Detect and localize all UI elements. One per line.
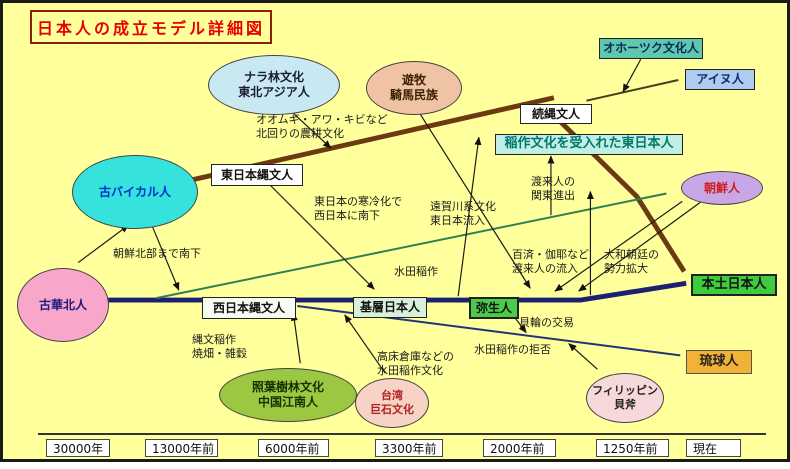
node-label: 遊牧 <box>401 73 426 87</box>
edge-philippine-to-ryukyuline <box>568 343 598 370</box>
edge-taiwan-to-kiso <box>344 314 386 374</box>
note-ongagawa-culture: 遠賀川系文化 東日本流入 <box>430 200 496 228</box>
node-label: フィリッピン <box>592 384 658 398</box>
ellipse-philippine-shell-axe: フィリッピン 貝斧 <box>586 373 664 423</box>
box-base-japanese: 基層日本人 <box>353 297 427 318</box>
node-label: 照葉樹林文化 <box>251 380 324 394</box>
edge-shoyo-to-westjomon <box>290 312 301 364</box>
edge-baikal-to-junction <box>151 225 180 291</box>
node-label: 騎馬民族 <box>389 88 438 102</box>
box-ryukyuan: 琉球人 <box>686 350 752 374</box>
note-rejection-of-paddy-rice: 水田稲作の拒否 <box>474 343 551 356</box>
edge-nara-to-brownline <box>288 109 332 149</box>
ellipse-nomadic-horsemen: 遊牧 騎馬民族 <box>366 61 462 115</box>
node-label: 古バイカル人 <box>98 184 171 199</box>
box-west-japan-jomon: 西日本縄文人 <box>202 297 296 319</box>
timeline-1250: 1250年前 <box>596 439 669 457</box>
node-label: 貝斧 <box>614 398 636 411</box>
note-cooling-migration: 東日本の寒冷化で 西日本に南下 <box>314 195 402 223</box>
edge-korea-inflow-2 <box>578 199 704 292</box>
ellipse-old-baikal: 古バイカル人 <box>72 155 198 229</box>
timeline-3300: 3300年前 <box>375 439 443 457</box>
diagram-title: 日本人の成立モデル詳細図 <box>30 10 272 44</box>
node-label: 朝鮮人 <box>703 180 740 195</box>
edge-yuboku-to-mainline <box>416 108 531 289</box>
box-east-japan-jomon: 東日本縄文人 <box>211 164 303 186</box>
node-label: 古華北人 <box>38 297 87 312</box>
timeline-6000: 6000年前 <box>258 439 329 457</box>
timeline-axis <box>38 433 766 435</box>
timeline-13000: 13000年前 <box>145 439 218 457</box>
note-south-to-north-korea: 朝鮮北部まで南下 <box>113 247 201 260</box>
box-zoku-jomon: 続縄文人 <box>520 104 592 124</box>
edge-ongagawa-up <box>457 136 482 297</box>
ellipse-laurel-forest-jiangnan: 照葉樹林文化 中国江南人 <box>219 368 357 422</box>
edge-kahoku-to-baikal <box>77 224 129 264</box>
ellipse-nara-culture: ナラ林文化 東北アジア人 <box>208 55 340 115</box>
edge-green-korea-line <box>155 192 667 300</box>
note-shell-ring-trade: 貝輪の交易 <box>519 316 574 329</box>
timeline-2000: 2000年前 <box>483 439 556 457</box>
ellipse-old-north-china: 古華北人 <box>17 268 109 342</box>
edge-korea-inflow-1 <box>554 200 683 292</box>
node-label: 中国江南人 <box>257 395 318 409</box>
note-raised-storehouse-rice-culture: 高床倉庫などの 水田稲作文化 <box>377 350 454 378</box>
note-jomon-rice: 縄文稲作 焼畑・雑穀 <box>192 333 247 361</box>
note-northern-agriculture: オオムギ・アワ・キビなど 北回りの農耕文化 <box>256 113 388 141</box>
box-mainland-japanese: 本土日本人 <box>691 274 777 296</box>
box-ainu: アイヌ人 <box>685 69 755 90</box>
node-label: 東北アジア人 <box>238 85 310 99</box>
note-baekje-gaya-inflow: 百済・伽耶など 渡来人の流入 <box>512 248 589 276</box>
ellipse-korean: 朝鮮人 <box>681 171 763 205</box>
timeline-30000: 30000年 <box>46 439 110 457</box>
note-toraijin-kanto-advance: 渡来人の 関東進出 <box>531 175 575 203</box>
edge-zokujomon-ainu-line <box>586 79 679 102</box>
node-label: 台湾 <box>381 389 403 403</box>
timeline-now: 現在 <box>686 439 741 457</box>
node-label: 巨石文化 <box>370 403 414 416</box>
edge-eastjomon-to-west <box>269 184 375 290</box>
edge-okhotsk-to-ainuline <box>622 58 642 93</box>
note-paddy-rice: 水田稲作 <box>394 265 438 278</box>
box-okhotsk-culture: オホーツク文化人 <box>599 38 703 59</box>
ellipse-taiwan-megalith: 台湾 巨石文化 <box>355 378 429 428</box>
note-yamato-expansion: 大和朝廷の 勢力拡大 <box>604 248 659 276</box>
box-east-japan-accepted-rice: 稲作文化を受入れた東日本人 <box>495 134 683 155</box>
box-yayoi: 弥生人 <box>469 297 519 319</box>
node-label: ナラ林文化 <box>243 70 304 84</box>
